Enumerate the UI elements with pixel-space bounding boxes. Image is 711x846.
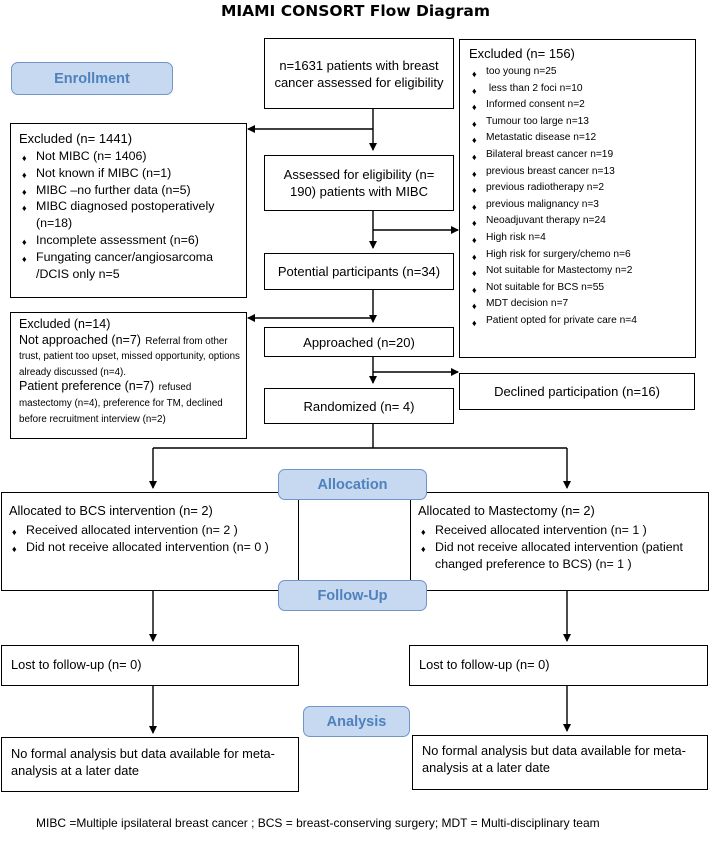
list-item: too young n=25 xyxy=(469,64,695,82)
randomized-box: Randomized (n= 4) xyxy=(264,388,454,424)
list-item: High risk n=4 xyxy=(469,230,695,248)
list-item: Tumour too large n=13 xyxy=(469,114,695,132)
mastectomy-analysis-text: No formal analysis but data available fo… xyxy=(422,743,686,775)
stage-follow-up: Follow-Up xyxy=(278,580,427,611)
bcs-arm-box: Allocated to BCS intervention (n= 2) Rec… xyxy=(1,492,299,591)
patient-preference-detail: refused mastectomy (n=4), preference for… xyxy=(19,382,223,425)
bcs-lost-box: Lost to follow-up (n= 0) xyxy=(1,645,299,686)
bcs-analysis-text: No formal analysis but data available fo… xyxy=(11,746,275,778)
list-item: Fungating cancer/angiosarcoma /DCIS only… xyxy=(19,249,240,283)
page-title: MIAMI CONSORT Flow Diagram xyxy=(220,2,491,20)
list-item: Not suitable for Mastectomy n=2 xyxy=(469,263,695,281)
stage-analysis: Analysis xyxy=(303,706,410,737)
mastectomy-lost-box: Lost to follow-up (n= 0) xyxy=(409,645,708,686)
mastectomy-analysis-box: No formal analysis but data available fo… xyxy=(412,735,708,790)
list-item: Received allocated intervention (n= 2 ) xyxy=(9,522,294,541)
list-item: Neoadjuvant therapy n=24 xyxy=(469,213,695,231)
excluded-156-box: Excluded (n= 156) too young n=25 less th… xyxy=(459,39,696,358)
bcs-lost-text: Lost to follow-up (n= 0) xyxy=(11,657,142,672)
list-item: Did not receive allocated intervention (… xyxy=(9,539,294,558)
bcs-arm-list: Received allocated intervention (n= 2 ) … xyxy=(9,522,294,558)
stage-enrollment: Enrollment xyxy=(11,62,173,95)
excluded-1441-list: Not MIBC (n= 1406) Not known if MIBC (n=… xyxy=(19,148,240,282)
randomized-text: Randomized (n= 4) xyxy=(303,398,415,414)
mastectomy-arm-heading: Allocated to Mastectomy (n= 2) xyxy=(418,503,595,518)
list-item: Metastatic disease n=12 xyxy=(469,130,695,148)
list-item: Did not receive allocated intervention (… xyxy=(418,539,704,573)
patient-preference-label: Patient preference (n=7) xyxy=(19,379,155,394)
list-item: MIBC diagnosed postoperatively (n=18) xyxy=(19,198,240,232)
list-item: previous malignancy n=3 xyxy=(469,197,695,215)
excluded-156-list: too young n=25 less than 2 foci n=10 Inf… xyxy=(469,64,695,331)
list-item: Incomplete assessment (n=6) xyxy=(19,232,240,251)
list-item: less than 2 foci n=10 xyxy=(469,81,695,99)
declined-box: Declined participation (n=16) xyxy=(459,373,695,410)
abbreviations-footnote: MIBC =Multiple ipsilateral breast cancer… xyxy=(36,816,600,830)
mastectomy-arm-box: Allocated to Mastectomy (n= 2) Received … xyxy=(410,492,709,591)
declined-text: Declined participation (n=16) xyxy=(494,384,660,399)
list-item: previous breast cancer n=13 xyxy=(469,164,695,182)
excluded-14-box: Excluded (n=14) Not approached (n=7) Ref… xyxy=(10,312,247,439)
bcs-arm-heading: Allocated to BCS intervention (n= 2) xyxy=(9,503,213,518)
list-item: Not known if MIBC (n=1) xyxy=(19,165,240,184)
list-item: Patient opted for private care n=4 xyxy=(469,313,695,331)
list-item: Bilateral breast cancer n=19 xyxy=(469,147,695,165)
approached-box: Approached (n=20) xyxy=(264,327,454,357)
approached-text: Approached (n=20) xyxy=(303,334,415,350)
list-item: MIBC –no further data (n=5) xyxy=(19,182,240,201)
bcs-analysis-box: No formal analysis but data available fo… xyxy=(1,737,299,792)
excluded-14-heading: Excluded (n=14) xyxy=(19,317,111,331)
excluded-1441-box: Excluded (n= 1441) Not MIBC (n= 1406) No… xyxy=(10,123,247,298)
assessed-total-text: n=1631 patients with breast cancer asses… xyxy=(274,57,444,90)
stage-allocation: Allocation xyxy=(278,469,427,500)
potential-participants-box: Potential participants (n=34) xyxy=(264,253,454,290)
assessed-mibc-box: Assessed for eligibility (n= 190) patien… xyxy=(264,155,454,211)
list-item: Not suitable for BCS n=55 xyxy=(469,280,695,298)
excluded-156-heading: Excluded (n= 156) xyxy=(469,46,575,61)
mastectomy-arm-list: Received allocated intervention (n= 1 ) … xyxy=(418,522,704,572)
assessed-total-box: n=1631 patients with breast cancer asses… xyxy=(264,38,454,109)
excluded-1441-heading: Excluded (n= 1441) xyxy=(19,131,133,146)
not-approached-detail: Referral from other trust, patient too u… xyxy=(19,335,240,378)
list-item: High risk for surgery/chemo n=6 xyxy=(469,247,695,264)
potential-participants-text: Potential participants (n=34) xyxy=(277,264,441,279)
mastectomy-lost-text: Lost to follow-up (n= 0) xyxy=(419,657,550,672)
list-item: Received allocated intervention (n= 1 ) xyxy=(418,522,704,541)
not-approached-label: Not approached (n=7) xyxy=(19,332,141,347)
list-item: Not MIBC (n= 1406) xyxy=(19,148,240,167)
list-item: previous radiotherapy n=2 xyxy=(469,180,695,198)
list-item: Informed consent n=2 xyxy=(469,97,695,115)
list-item: MDT decision n=7 xyxy=(469,296,695,314)
assessed-mibc-text: Assessed for eligibility (n= 190) patien… xyxy=(283,167,435,199)
